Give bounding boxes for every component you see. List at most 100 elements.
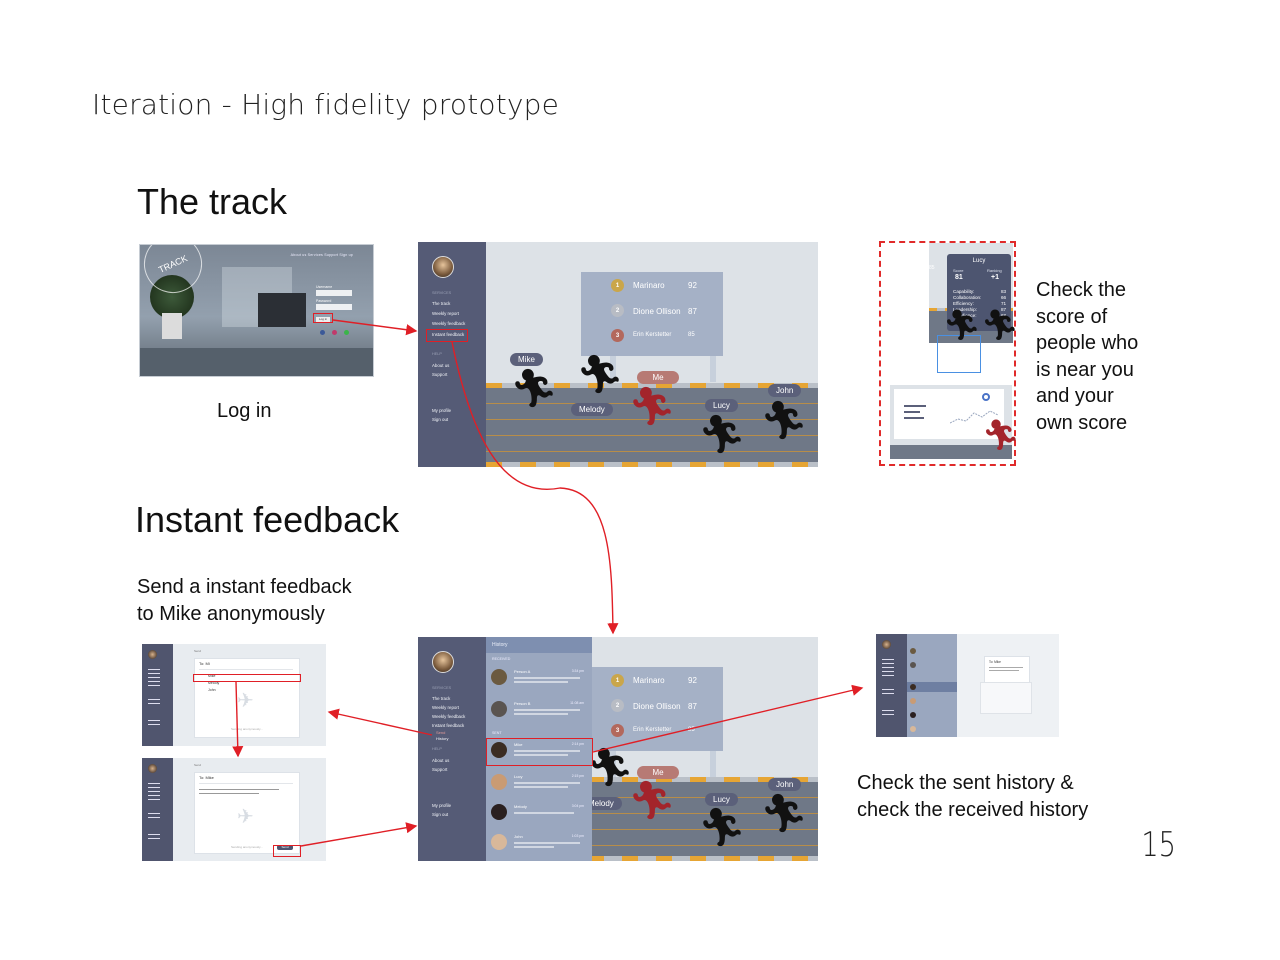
progress-ring-icon [982,393,990,401]
suggestion-item[interactable]: John [208,688,216,692]
arrow-track-to-feedback [451,341,619,635]
sidebar-item-weekly-feedback[interactable]: Weekly feedback [432,321,466,326]
history-item[interactable]: Lucy 2:15 pm [486,769,592,801]
sidebar-item-sign-out[interactable]: Sign out [432,812,449,817]
report-bar [904,411,920,413]
message-line [199,793,259,795]
history-item[interactable]: Person A 3:34 pm [486,664,592,696]
history-line [514,713,568,715]
sidebar-item-weekly-report[interactable]: Weekly report [432,311,460,316]
suggestion-item[interactable]: Mike [208,674,216,678]
history-sender: John [514,834,523,839]
runner-icon-john[interactable]: 🏃︎ [760,400,809,442]
sidebar-item-the-track[interactable]: The track [432,301,451,306]
runner-icon-john[interactable]: 🏃︎ [760,793,809,835]
wechat-icon[interactable] [344,330,349,335]
metric-row: Collaboration:66 [953,295,1006,301]
runner-icon-lucy[interactable]: 🏃︎ [698,807,747,849]
history-title: History [486,637,592,653]
history-detail-thumbnail: To: Mike [876,634,1059,737]
slide-title: Iteration - High fidelity prototype [92,88,560,121]
sidebar-item-about[interactable]: About us [432,363,450,368]
runner-icon-me[interactable]: 🏃︎ [982,419,1021,452]
runner-tag-lucy[interactable]: Lucy [705,793,738,806]
history-item[interactable]: John 1:03 pm [486,829,592,861]
runner-icon[interactable]: 🏃︎ [981,309,1020,342]
runner-icon-me[interactable]: 🏃︎ [628,386,677,428]
runner-tag-john[interactable]: John [768,778,802,791]
avatar [910,684,916,690]
sidebar-item-sign-out[interactable]: Sign out [432,417,449,422]
lane-line [486,403,818,404]
username-field[interactable] [316,290,352,296]
mini-sidebar-line [148,834,160,835]
to-field[interactable]: To: Mike [199,775,214,780]
runner-icon[interactable]: 🏃︎ [586,747,635,789]
sidebar: SERVICES The track Weekly report Weekly … [418,242,486,467]
runner-icon-mike[interactable]: 🏃︎ [510,368,559,410]
login-button[interactable]: Log in [316,317,330,322]
mini-sidebar-line [882,714,894,715]
history-line [514,750,580,752]
sidebar-item-profile[interactable]: My profile [432,408,452,413]
feedback-heading: Instant feedback [135,499,400,540]
mini-sidebar-line [148,791,160,792]
mini-sidebar-line [882,710,894,711]
username-label: Username [316,285,333,289]
history-item[interactable]: Person B 11:08 am [486,696,592,728]
send-header: Send [194,763,202,767]
sidebar-item-instant-feedback[interactable]: Instant feedback [432,332,465,337]
sidebar-subitem-history[interactable]: History [436,736,449,741]
leader-name-2: Dione Ollison [633,702,681,711]
mini-sidebar-line [148,673,160,674]
runner-tag-john[interactable]: John [768,384,802,397]
mini-sidebar-line [148,799,160,800]
mini-sidebar-line [148,787,160,788]
runner-tag-me[interactable]: Me [637,371,679,384]
runner-tag-lucy[interactable]: Lucy [705,399,738,412]
help-heading: HELP [432,352,442,356]
login-nav[interactable]: About us Services Support Sign up [290,253,353,257]
runner-icon-lucy[interactable]: 🏃︎ [698,414,747,456]
sidebar-item-support[interactable]: Support [432,767,448,772]
suggestion-item[interactable]: Melody [208,681,220,685]
runner-tag-melody[interactable]: Melody [571,403,613,416]
sidebar-item-support[interactable]: Support [432,372,448,377]
avatar [910,648,916,654]
runner-tag-me[interactable]: Me [637,766,679,779]
instagram-icon[interactable] [332,330,337,335]
report-thumbnail: 🏃︎ [890,385,1020,459]
mini-avatar [882,640,891,649]
runner-tag-mike[interactable]: Mike [510,353,543,366]
user-avatar[interactable] [432,256,454,278]
login-highlight [313,313,333,323]
sidebar-item-profile[interactable]: My profile [432,803,452,808]
sidebar-item-the-track[interactable]: The track [432,696,451,701]
lane-line [486,451,818,452]
user-avatar[interactable] [432,651,454,673]
to-divider [199,783,293,784]
sidebar-item-instant-feedback[interactable]: Instant feedback [432,723,465,728]
arrow-suggest-to-compose [232,681,244,758]
sidebar-item-weekly-report[interactable]: Weekly report [432,705,460,710]
history-app-screen: SERVICES The track Weekly report Weekly … [418,637,818,861]
send-note-line: Send a instant feedback [137,576,352,598]
mini-history-list [907,634,957,737]
sidebar-item-weekly-feedback[interactable]: Weekly feedback [432,714,466,719]
history-item[interactable]: Melody 3:04 pm [486,799,592,831]
facebook-icon[interactable] [320,330,325,335]
silver-medal-icon: 2 [611,699,624,712]
runner-selection-box [937,335,981,373]
runner-icon[interactable]: 🏃︎ [576,354,625,396]
password-field[interactable] [316,304,352,310]
send-note: Send a instant feedback to Mike anonymou… [137,574,352,627]
sidebar-subitem-send[interactable]: Send [436,730,446,735]
selected-history-row[interactable] [907,682,957,692]
runner-icon-me[interactable]: 🏃︎ [628,780,677,822]
track-bottom-edge [486,856,818,861]
history-item[interactable]: Mike 2:14 pm [486,737,592,769]
runner-icon-lucy[interactable]: 🏃︎ [943,309,982,342]
send-button[interactable]: Send [277,845,293,850]
sidebar-item-about[interactable]: About us [432,758,450,763]
to-field[interactable]: To: Mi [199,661,210,666]
